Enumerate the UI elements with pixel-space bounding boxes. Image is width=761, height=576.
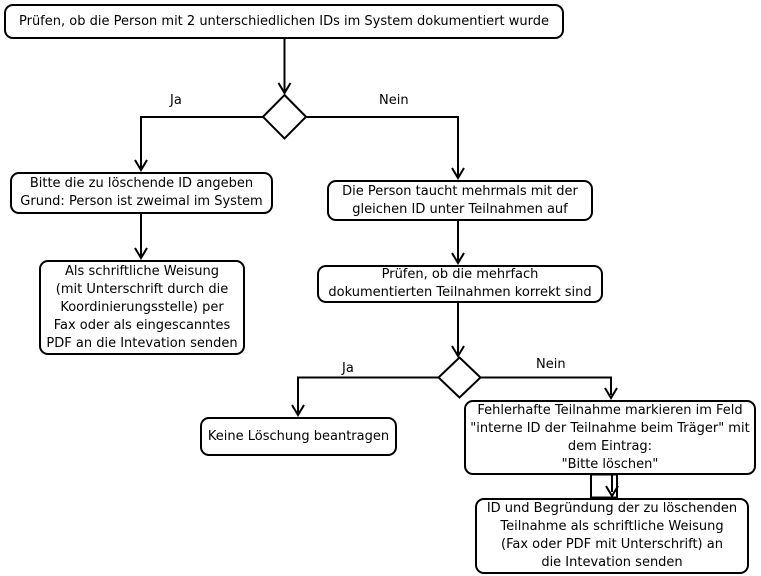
node-check-participations: Prüfen, ob die mehrfach dokumentierten T… bbox=[317, 265, 603, 303]
node-no-deletion-request: Keine Löschung beantragen bbox=[200, 417, 397, 456]
arrowhead bbox=[291, 404, 305, 417]
node-person-appears-multiple: Die Person taucht mehrmals mit der gleic… bbox=[327, 180, 593, 221]
node-mark-faulty-participation: Fehlerhafte Teilnahme markieren im Feld … bbox=[464, 400, 756, 475]
node-provide-id-to-delete: Bitte die zu löschende ID angeben Grund:… bbox=[10, 172, 273, 214]
decision1-yes-label: Ja bbox=[168, 93, 184, 108]
decision1-no-label: Nein bbox=[377, 93, 411, 108]
node-send-written-instruction: Als schriftliche Weisung (mit Unterschri… bbox=[39, 260, 245, 355]
decision2-yes-label: Ja bbox=[340, 361, 356, 376]
arrowhead bbox=[451, 167, 465, 180]
arrowhead bbox=[451, 345, 465, 358]
decision-diamond-1 bbox=[261, 93, 308, 140]
node-check-two-ids: Prüfen, ob die Person mit 2 unterschiedl… bbox=[4, 4, 564, 39]
edge-decision2-yes bbox=[297, 376, 439, 413]
arrowhead bbox=[277, 82, 292, 95]
arrowhead bbox=[605, 485, 619, 498]
arrowhead bbox=[604, 387, 618, 400]
edge-decision1-no bbox=[306, 116, 459, 176]
arrowhead bbox=[134, 247, 148, 260]
decision-diamond-2 bbox=[437, 356, 482, 399]
edge-decision2-no bbox=[480, 376, 612, 395]
decision2-no-label: Nein bbox=[534, 357, 568, 372]
arrowhead bbox=[451, 252, 465, 265]
node-send-id-and-reason: ID und Begründung der zu löschenden Teil… bbox=[475, 498, 749, 574]
edge-decision1-yes bbox=[140, 116, 264, 168]
arrowhead bbox=[134, 159, 148, 172]
